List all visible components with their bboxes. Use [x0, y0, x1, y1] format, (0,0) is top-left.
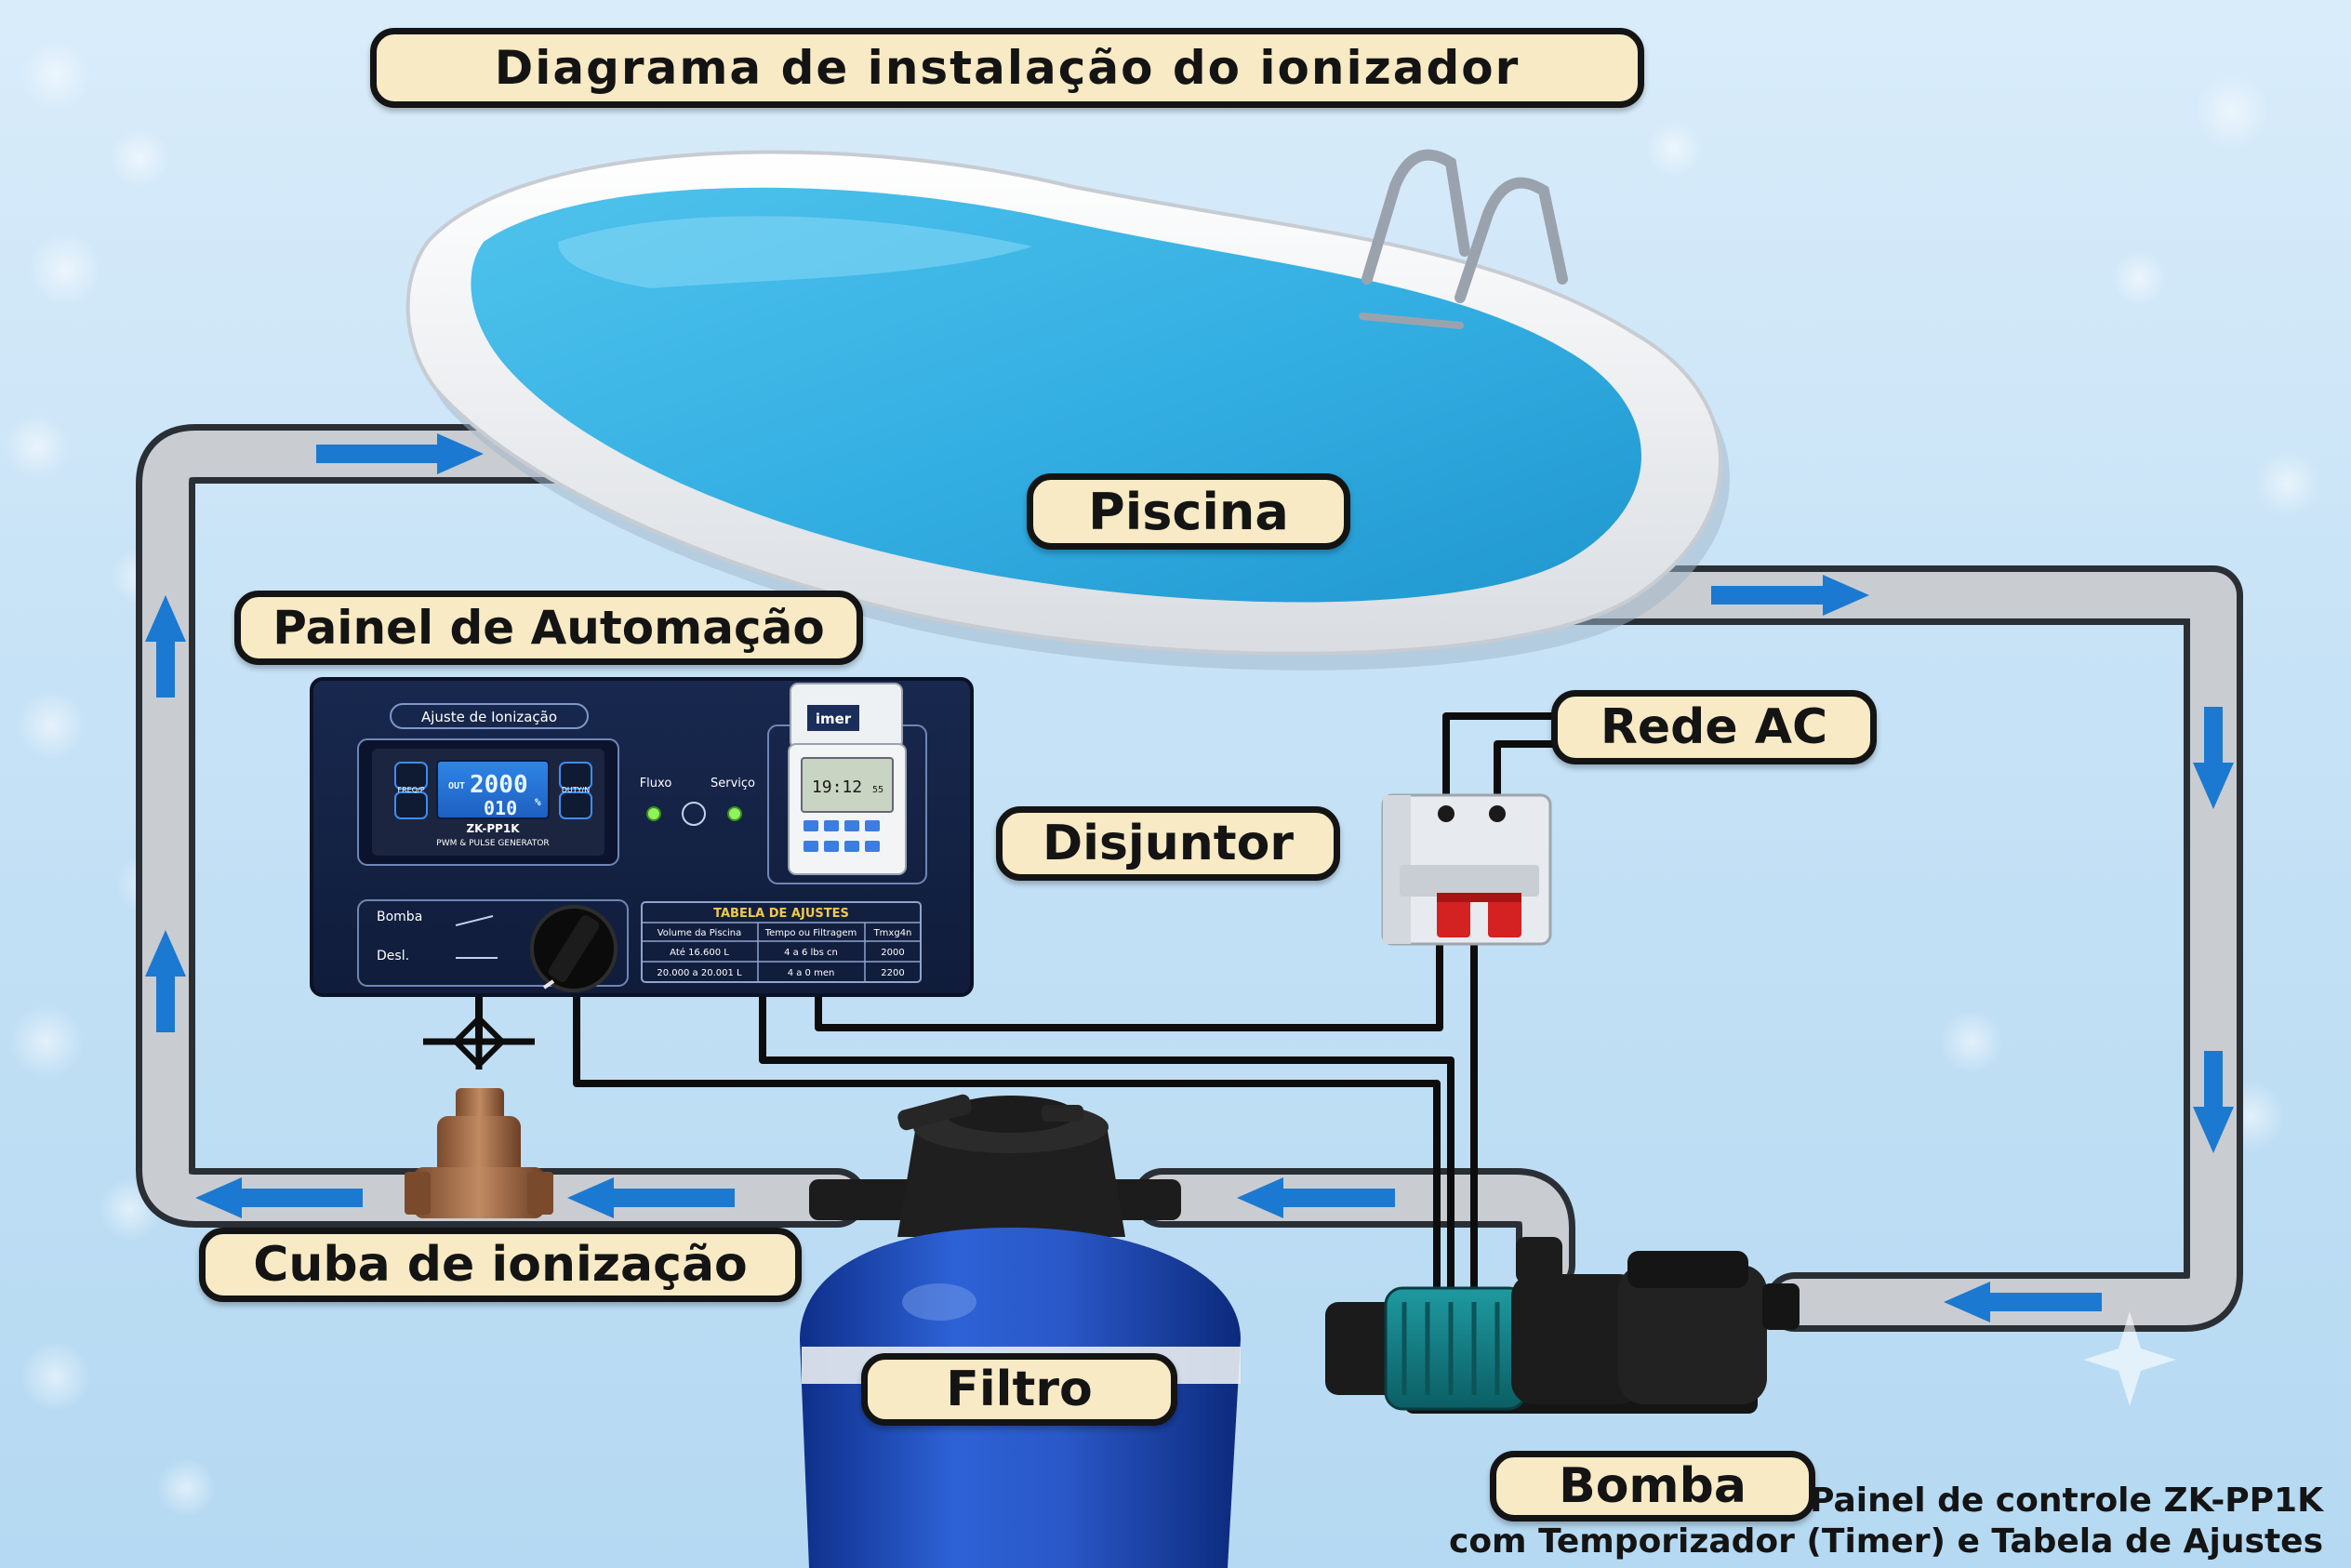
pipe-loop	[136, 424, 2243, 1332]
pool-water-highlight	[558, 216, 1032, 288]
lcd-line2: 010	[484, 797, 517, 819]
sand-filter	[800, 1094, 1241, 1568]
automation-panel: Ajuste de Ionização OUT 2000 010 % FREQ/…	[310, 677, 974, 997]
indicator-flow-led	[646, 806, 661, 821]
timer-time-suffix: 55	[872, 785, 883, 795]
controller-button	[559, 762, 592, 790]
table-cell: 20.000 a 20.001 L	[657, 968, 742, 978]
label-pump: Bomba	[1490, 1451, 1815, 1521]
timer-display	[801, 757, 894, 813]
reset-icon	[682, 802, 706, 826]
controller-model: ZK-PP1K	[466, 822, 520, 835]
pool-ladder	[1359, 149, 1568, 329]
sparkle-icon	[2083, 1311, 2176, 1406]
label-cell: Cuba de ionização	[199, 1228, 802, 1302]
table-cell: 4 a 6 lbs cn	[784, 948, 838, 958]
label-pool: Piscina	[1027, 473, 1350, 550]
flow-arrows	[145, 433, 2234, 1322]
settings-table-title: TABELA DE AJUSTES	[713, 907, 849, 921]
lcd-unit: %	[535, 796, 541, 808]
timer-brand: imer	[816, 711, 852, 727]
wiring	[475, 712, 1572, 1293]
lcd-screen	[436, 760, 550, 819]
controller-model-sub: PWM & PULSE GENERATOR	[436, 839, 549, 848]
diagram-title: Diagrama de instalação do ionizador	[370, 28, 1644, 108]
pump	[1325, 1237, 1800, 1414]
lcd-line1: 2000	[470, 771, 528, 799]
ionization-cell	[405, 1014, 553, 1218]
indicator-flow-label: Fluxo	[640, 777, 672, 791]
switch-pump-label: Bomba	[377, 910, 422, 924]
caption-line1: Painel de controle ZK-PP1K	[1810, 1482, 2323, 1520]
caption: Painel de controle ZK-PP1K com Temporiza…	[1393, 1481, 2323, 1562]
right-button-label: DUTY/N	[562, 786, 590, 794]
settings-table: TABELA DE AJUSTES Volume da Piscina Temp…	[641, 901, 922, 983]
label-filter: Filtro	[861, 1353, 1177, 1426]
controller-button	[559, 791, 592, 819]
pool	[405, 149, 1730, 671]
timer-time: 19:12	[812, 777, 862, 797]
table-cell: Até 16.600 L	[670, 947, 729, 958]
table-header: Tempo ou Filtragem	[764, 928, 857, 938]
table-cell: 2200	[881, 968, 904, 978]
label-ac: Rede AC	[1551, 690, 1877, 764]
left-button-label: FREQ/P	[397, 786, 424, 794]
panel-header: Ajuste de Ionização	[421, 709, 557, 725]
table-header: Volume da Piscina	[657, 928, 742, 938]
lcd-out-label: OUT	[448, 781, 465, 791]
circuit-breaker	[1381, 793, 1552, 946]
timer-buttons	[804, 820, 880, 852]
label-breaker: Disjuntor	[996, 806, 1340, 881]
digital-timer: imer 19:12 55	[767, 683, 927, 884]
indicator-service-label: Serviço	[711, 777, 755, 791]
indicator-service-led	[727, 806, 742, 821]
label-panel: Painel de Automação	[234, 591, 863, 665]
table-cell: 4 a 0 men	[788, 968, 835, 978]
controller-button	[394, 791, 428, 819]
switch-off-label: Desl.	[377, 949, 409, 963]
table-header: Tmxg4n	[873, 928, 912, 938]
table-cell: 2000	[881, 948, 904, 958]
controller-button	[394, 762, 428, 790]
caption-line2: com Temporizador (Timer) e Tabela de Aju…	[1448, 1522, 2323, 1561]
